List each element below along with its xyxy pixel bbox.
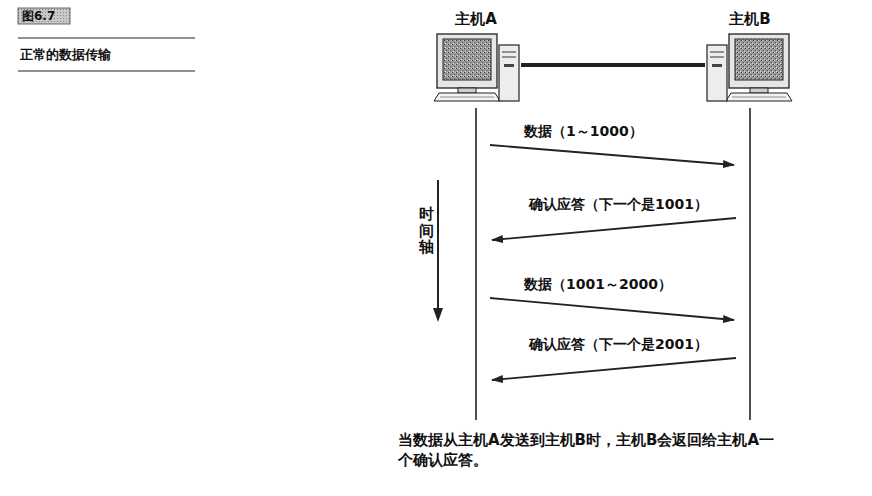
caption: 当数据从主机A发送到主机B时，主机B会返回给主机A一个确认应答。 bbox=[398, 430, 778, 471]
computer-icon bbox=[434, 34, 519, 101]
host-name: 主机A bbox=[431, 10, 521, 29]
message-label: 确认应答（下一个是1001） bbox=[527, 196, 710, 214]
message-label: 数据（1～1000） bbox=[522, 123, 645, 141]
axis-label: 时间轴 bbox=[419, 206, 434, 256]
host-computer: 主机B bbox=[705, 10, 795, 102]
message-arrow bbox=[492, 358, 736, 380]
message-arrow bbox=[490, 298, 734, 320]
network-cable bbox=[521, 63, 705, 67]
message-label: 数据（1001～2000） bbox=[522, 276, 674, 294]
figure-tag bbox=[18, 8, 70, 24]
lifeline bbox=[475, 108, 477, 420]
lifeline bbox=[749, 108, 751, 420]
host-computer: 主机A bbox=[431, 10, 521, 102]
host-name: 主机B bbox=[705, 10, 795, 29]
figure-number: 图6.7 bbox=[22, 8, 55, 25]
time-arrow bbox=[437, 180, 439, 312]
message-label: 确认应答（下一个是2001） bbox=[527, 336, 710, 354]
figure-title: 正常的数据传输 bbox=[20, 46, 111, 64]
rule bbox=[18, 70, 195, 71]
message-arrow bbox=[492, 218, 736, 240]
message-arrow bbox=[490, 145, 734, 165]
time-arrow-head bbox=[433, 308, 443, 322]
computer-icon bbox=[707, 34, 792, 101]
rule bbox=[18, 37, 195, 38]
